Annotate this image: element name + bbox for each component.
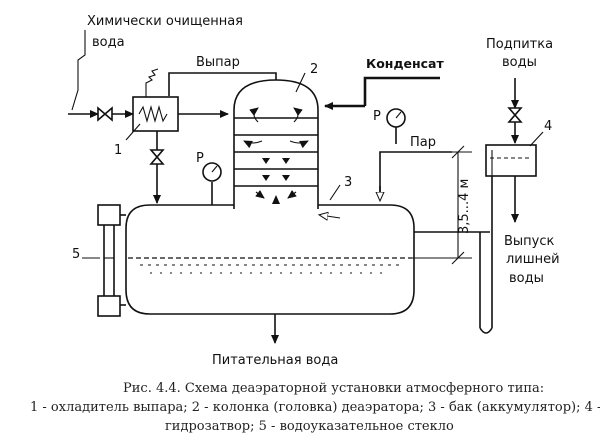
number-3: 3	[344, 175, 352, 190]
label-discharge-1: Выпуск	[504, 234, 555, 249]
inlet-valve-icon	[97, 106, 113, 122]
label-pressure-steam: P	[373, 109, 381, 124]
label-height: 3,5...4 м	[457, 179, 472, 234]
number-1: 1	[114, 143, 122, 158]
chem-water-inlet	[68, 30, 134, 122]
deaerator-column	[233, 79, 319, 209]
cooler-drain-line	[149, 131, 165, 204]
drain-valve-icon	[149, 149, 165, 165]
accumulator-tank	[125, 204, 415, 315]
caption-line-3: гидрозатвор; 5 - водоуказательное стекло	[165, 419, 454, 434]
label-chem-water-1: Химически очищенная	[87, 14, 243, 29]
caption-line-1: Рис. 4.4. Схема деаэраторной установки а…	[123, 381, 544, 396]
vapor-cooler	[132, 68, 229, 132]
label-discharge-2: лишней	[506, 252, 560, 267]
label-makeup-2: воды	[502, 55, 537, 70]
pressure-gauge-steam	[386, 108, 406, 144]
number-5: 5	[72, 247, 80, 262]
water-seal	[485, 78, 537, 223]
label-discharge-3: воды	[509, 271, 544, 286]
height-dimension	[412, 145, 472, 265]
label-vapor: Выпар	[196, 55, 240, 70]
number-2: 2	[310, 62, 318, 77]
caption-line-2: 1 - охладитель выпара; 2 - колонка (голо…	[30, 400, 600, 415]
label-steam: Пар	[410, 135, 436, 150]
label-chem-water-2: вода	[92, 35, 125, 50]
condensate-line	[324, 76, 440, 110]
overflow-line	[414, 175, 493, 334]
steam-line	[320, 151, 452, 218]
label-makeup-1: Подпитка	[486, 37, 553, 52]
vapor-line	[168, 72, 277, 96]
label-feed-water: Питательная вода	[212, 353, 338, 368]
number-4: 4	[544, 119, 552, 134]
label-pressure-tank: P	[196, 151, 204, 166]
pressure-gauge-tank	[202, 162, 222, 205]
gauge-glass	[97, 204, 126, 317]
label-condensate: Конденсат	[366, 56, 444, 71]
makeup-valve-icon	[507, 107, 523, 123]
